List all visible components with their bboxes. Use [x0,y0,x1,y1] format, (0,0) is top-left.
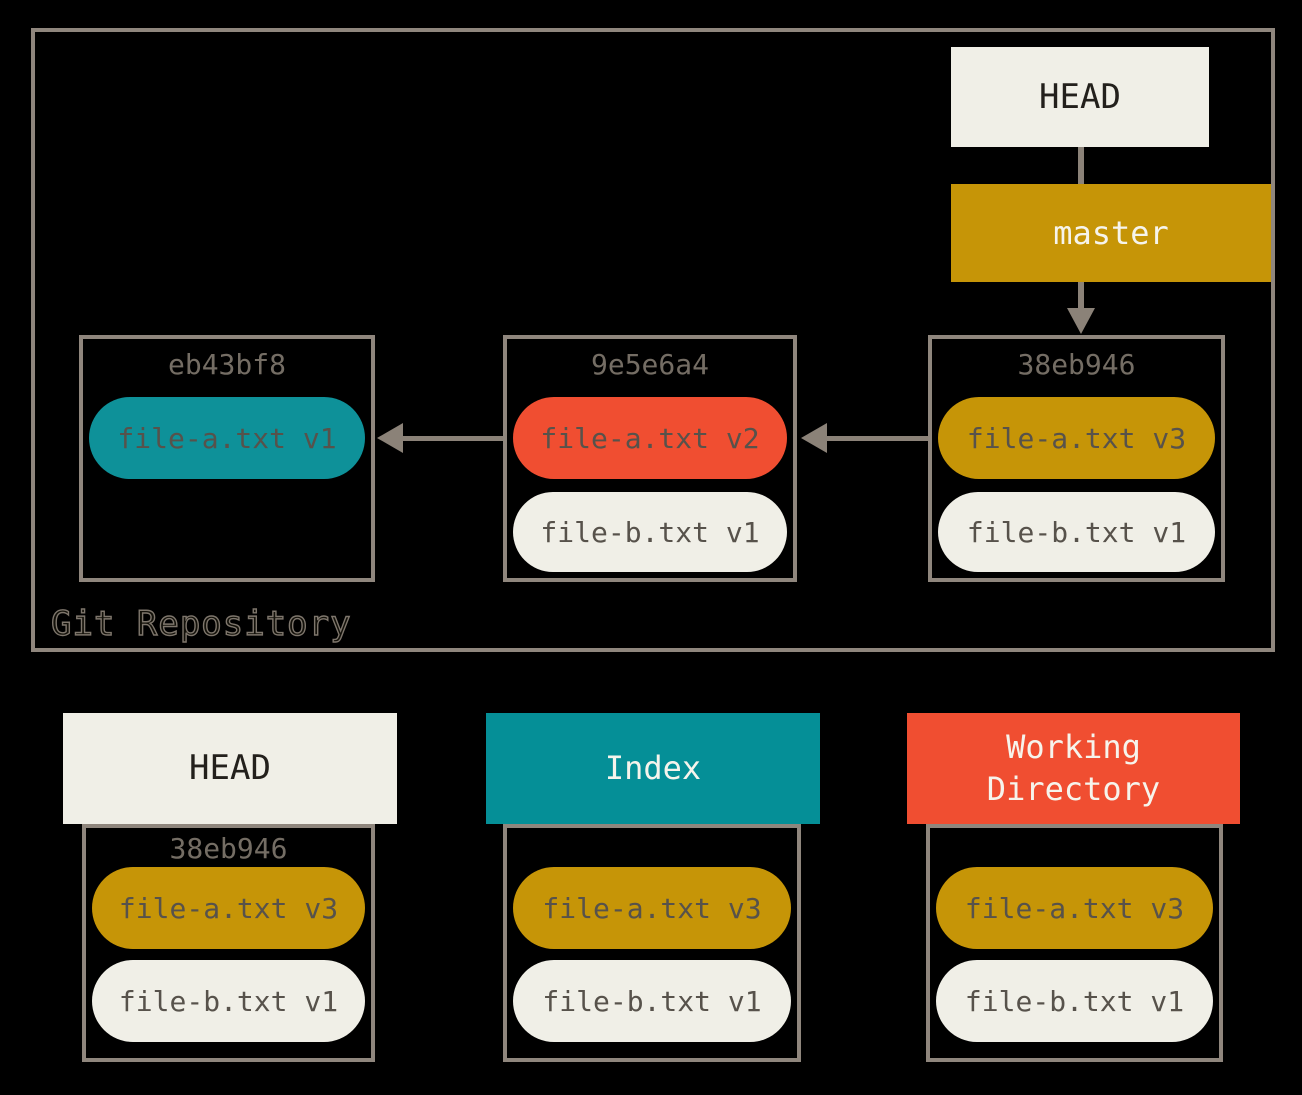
file-pill-label: file-b.txt v1 [542,984,762,1018]
file-pill-label: file-b.txt v1 [118,984,339,1018]
arrow-commit2-to-commit1-line [403,436,503,441]
file-pill-label: file-a.txt v3 [966,421,1187,455]
commit-box-9e5e6a4: 9e5e6a4 file-a.txt v2 file-b.txt v1 [503,335,797,582]
git-repository-label: Git Repository [50,603,352,644]
file-pill: file-a.txt v3 [513,867,791,949]
file-pill-label: file-a.txt v3 [964,891,1185,925]
file-pill: file-b.txt v1 [938,492,1215,572]
commit-id: 38eb946 [169,832,288,865]
file-pill: file-b.txt v1 [513,960,791,1042]
file-pill: file-b.txt v1 [513,492,787,572]
arrow-commit3-to-commit2-head [801,423,827,453]
index-area-body: file-a.txt v3 file-b.txt v1 [503,824,801,1062]
file-pill-label: file-a.txt v2 [540,421,760,455]
file-pill-label: file-a.txt v3 [542,891,762,925]
master-branch-box: master [951,184,1271,282]
arrow-master-to-commit-line [1078,282,1084,310]
head-ref-box: HEAD [951,47,1209,147]
file-pill-label: file-b.txt v1 [964,984,1185,1018]
arrow-commit2-to-commit1-head [377,423,403,453]
file-pill-label: file-a.txt v1 [117,421,337,455]
index-area-header: Index [486,713,820,824]
arrow-commit3-to-commit2-line [827,436,928,441]
index-area-title: Index [604,748,702,787]
arrow-head-to-master [1078,147,1084,184]
file-pill: file-a.txt v3 [938,397,1215,479]
working-directory-area-body: file-a.txt v3 file-b.txt v1 [926,824,1223,1062]
file-pill-label: file-b.txt v1 [540,515,760,549]
head-area-body: 38eb946 file-a.txt v3 file-b.txt v1 [82,824,375,1062]
commit-id: eb43bf8 [167,348,286,381]
head-area-title: HEAD [189,748,271,789]
head-area-header: HEAD [63,713,397,824]
arrow-master-to-commit-head [1067,308,1095,334]
working-directory-area-title: Working Directory [986,727,1161,808]
working-directory-area-header: Working Directory [907,713,1240,824]
file-pill-label: file-a.txt v3 [118,891,339,925]
master-branch-label: master [1053,214,1169,252]
commit-id: 38eb946 [1017,348,1136,381]
file-pill: file-a.txt v3 [936,867,1213,949]
commit-id: 9e5e6a4 [590,348,709,381]
file-pill: file-a.txt v2 [513,397,787,479]
commit-box-eb43bf8: eb43bf8 file-a.txt v1 [79,335,375,582]
file-pill-label: file-b.txt v1 [966,515,1187,549]
file-pill: file-b.txt v1 [92,960,365,1042]
git-repository-box: Git Repository [31,28,1275,652]
file-pill: file-a.txt v3 [92,867,365,949]
head-ref-label: HEAD [1039,77,1121,117]
commit-box-38eb946: 38eb946 file-a.txt v3 file-b.txt v1 [928,335,1225,582]
file-pill: file-b.txt v1 [936,960,1213,1042]
file-pill: file-a.txt v1 [89,397,365,479]
